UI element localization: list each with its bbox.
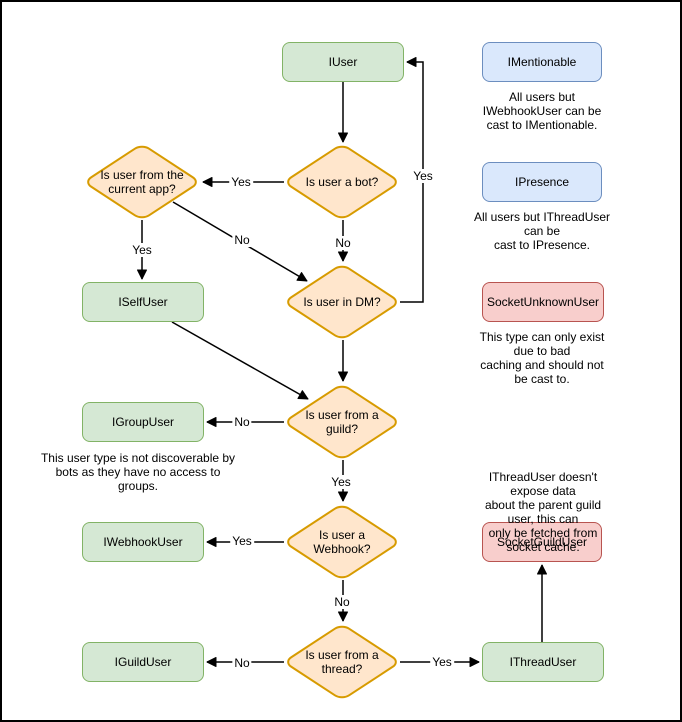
edge-label-guild-to-igroupuser: No (232, 415, 252, 429)
node-ithreaduser: IThreadUser (482, 642, 604, 682)
decision-dm-diamond (284, 264, 400, 340)
decision-thread-diamond (284, 624, 400, 700)
edge-label-thread-to-iguilduser: No (232, 656, 252, 670)
note-socketunknownuser: This type can only exist due to bad cach… (479, 330, 605, 386)
note-imentionable: All users but IWebhookUser can be cast t… (482, 90, 602, 132)
decision-guild-diamond (284, 384, 400, 460)
node-iselfuser: ISelfUser (82, 282, 204, 322)
edge-label-guild-to-webhook: Yes (329, 475, 353, 489)
arrow-iselfuser-to-guild (171, 321, 309, 400)
node-igroupuser: IGroupUser (82, 402, 204, 442)
decision-bot-diamond (284, 144, 400, 220)
edge-label-bot-to-dm: No (333, 236, 353, 250)
edge-label-current-app-to-iselfuser: Yes (130, 243, 154, 257)
node-socketguilduser: SocketGuildUser (482, 522, 602, 562)
node-iwebhookuser: IWebhookUser (82, 522, 204, 562)
decision-webhook-diamond (284, 504, 400, 580)
node-socketunknownuser: SocketUnknownUser (482, 282, 604, 322)
edge-label-thread-to-ithreaduser: Yes (430, 655, 454, 669)
edge-label-current-app-to-dm: No (232, 233, 252, 247)
decision-current-app-diamond (84, 144, 200, 220)
node-iguilduser: IGuildUser (82, 642, 204, 682)
edge-label-webhook-to-iwebhookuser: Yes (230, 534, 254, 548)
node-ipresence: IPresence (482, 162, 602, 202)
edge-label-bot-to-current-app: Yes (229, 175, 253, 189)
node-imentionable: IMentionable (482, 42, 602, 82)
note-ithreaduser: IThreadUser doesn't expose data about th… (484, 470, 602, 554)
edge-label-webhook-to-thread: No (332, 595, 352, 609)
node-iuser: IUser (282, 42, 404, 82)
note-igroupuser: This user type is not discoverable by bo… (40, 451, 236, 493)
edge-label-dm-to-iuser: Yes (411, 169, 435, 183)
note-ipresence: All users but IThreadUser can be cast to… (473, 210, 611, 252)
